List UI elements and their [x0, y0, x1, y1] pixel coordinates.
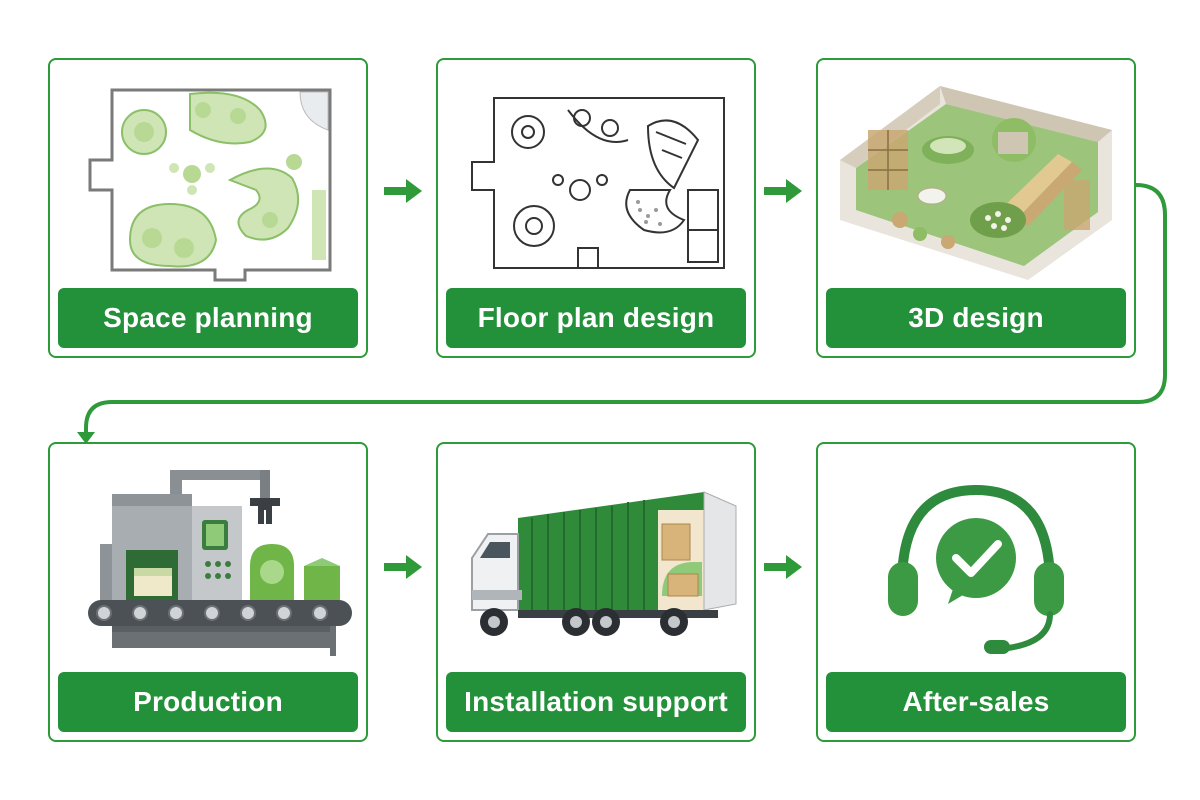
step-label: Space planning — [58, 288, 358, 348]
arrow-right-icon — [384, 179, 422, 203]
step-card-installation-support: Installation support — [436, 442, 756, 742]
headset-check-icon — [888, 484, 1064, 654]
step-label: After-sales — [826, 672, 1126, 732]
step-card-floor-plan-design: Floor plan design — [436, 58, 756, 358]
step-label: Installation support — [446, 672, 746, 732]
space-planning-sketch-icon — [88, 88, 332, 282]
arrow-right-icon — [384, 555, 422, 579]
step-label: Production — [58, 672, 358, 732]
arrow-right-icon — [764, 555, 802, 579]
step-card-3d-design: 3D design — [816, 58, 1136, 358]
step-label: 3D design — [826, 288, 1126, 348]
step-card-production: Production — [48, 442, 368, 742]
step-card-after-sales: After-sales — [816, 442, 1136, 742]
3d-room-render-icon — [840, 86, 1112, 280]
delivery-truck-icon — [471, 491, 737, 636]
arrow-right-icon — [764, 179, 802, 203]
factory-conveyor-icon — [88, 470, 352, 656]
step-card-space-planning: Space planning — [48, 58, 368, 358]
floor-plan-drawing-icon — [471, 97, 725, 269]
step-label: Floor plan design — [446, 288, 746, 348]
